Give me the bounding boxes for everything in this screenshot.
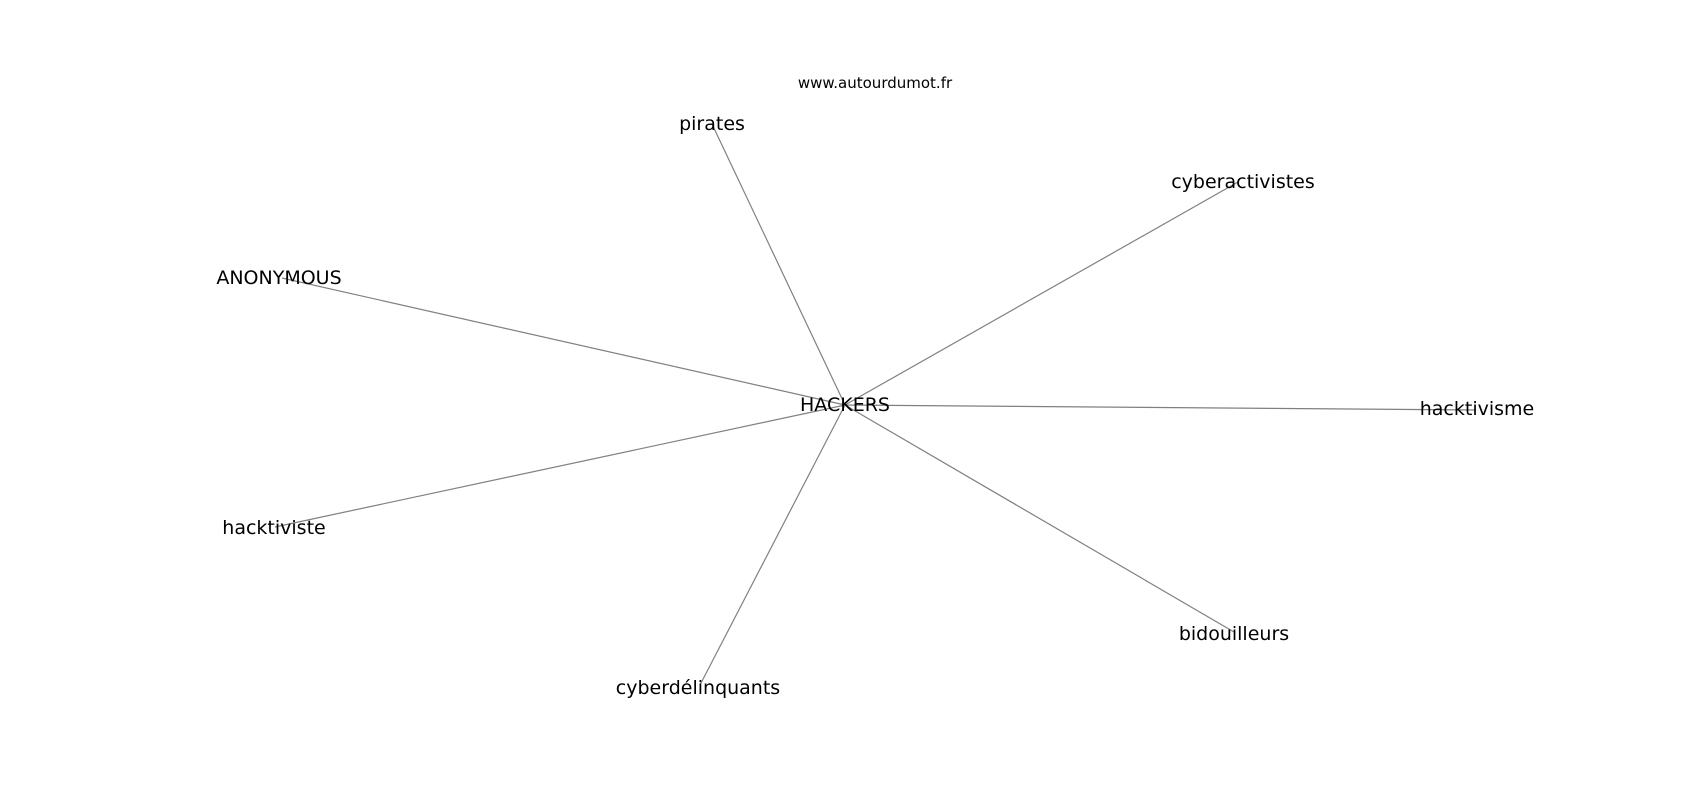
edge-hacktiviste bbox=[274, 404, 846, 528]
node-pirates[interactable]: pirates bbox=[679, 113, 745, 135]
edge-hacktivisme bbox=[844, 404, 1477, 411]
edge-pirates bbox=[711, 123, 846, 406]
site-watermark: www.autourdumot.fr bbox=[798, 74, 953, 92]
node-hacktiviste[interactable]: hacktiviste bbox=[222, 517, 325, 539]
node-anonymous[interactable]: ANONYMOUS bbox=[216, 267, 341, 289]
node-center-hackers[interactable]: HACKERS bbox=[800, 394, 890, 416]
node-cyberdelinquants[interactable]: cyberdélinquants bbox=[616, 677, 780, 699]
node-hacktivisme[interactable]: hacktivisme bbox=[1420, 398, 1534, 420]
edge-cyberactivistes bbox=[844, 181, 1239, 406]
node-bidouilleurs[interactable]: bidouilleurs bbox=[1179, 623, 1289, 645]
edge-anonymous bbox=[281, 277, 846, 406]
labels: www.autourdumot.fr HACKERS pirates cyber… bbox=[216, 74, 1534, 699]
node-cyberactivistes[interactable]: cyberactivistes bbox=[1171, 171, 1315, 193]
edge-cyberdelinquants bbox=[699, 404, 846, 686]
edges bbox=[274, 123, 1477, 686]
edge-bidouilleurs bbox=[844, 404, 1235, 633]
